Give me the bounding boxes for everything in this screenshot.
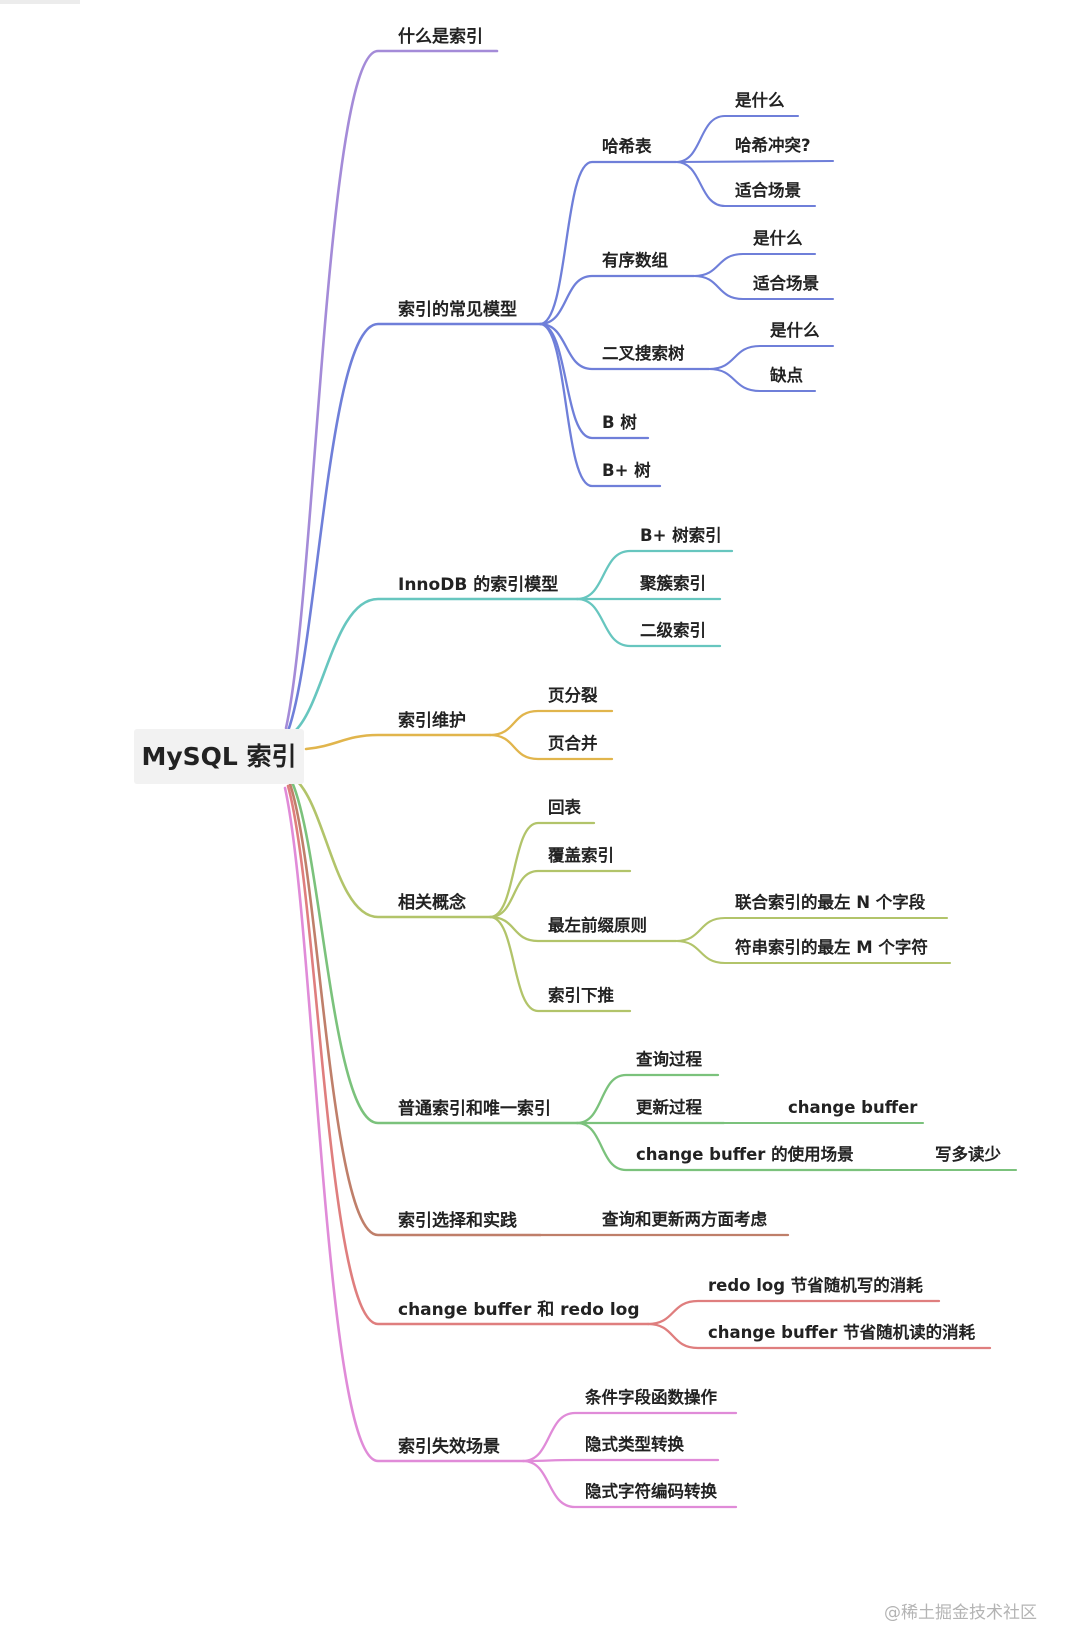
grandchild-line-2-3-2 xyxy=(707,367,817,393)
branch-label-3: InnoDB 的索引模型 xyxy=(398,574,558,595)
branch-line-3 xyxy=(292,597,579,734)
child-label-2-5: B+ 树 xyxy=(602,461,651,480)
grandchild-line-2-1-3 xyxy=(674,160,817,208)
grandchild-line-5-3-2 xyxy=(674,939,952,965)
branch-label-2: 索引的常见模型 xyxy=(398,299,517,320)
child-label-9-3: 隐式字符编码转换 xyxy=(585,1481,718,1501)
child-label-8-1: redo log 节省随机写的消耗 xyxy=(708,1275,923,1295)
child-line-4-1 xyxy=(488,709,614,737)
child-label-6-1: 查询过程 xyxy=(635,1049,703,1069)
branch-label-1: 什么是索引 xyxy=(398,26,483,47)
branch-line-4 xyxy=(304,733,492,751)
grandchild-label-2-3-2: 缺点 xyxy=(770,365,804,385)
child-line-8-2 xyxy=(646,1322,992,1350)
child-line-2-2 xyxy=(538,274,696,326)
branch-label-7: 索引选择和实践 xyxy=(398,1210,517,1231)
root-node: MySQL 索引 xyxy=(134,729,304,784)
grandchild-label-2-2-2: 适合场景 xyxy=(753,273,819,293)
child-label-9-1: 条件字段函数操作 xyxy=(584,1387,718,1407)
grandchild-label-5-3-1: 联合索引的最左 N 个字段 xyxy=(735,892,926,912)
child-label-5-2: 覆盖索引 xyxy=(548,845,614,865)
child-line-2-5 xyxy=(538,322,662,488)
root-box xyxy=(134,729,304,784)
grandchild-line-2-2-1 xyxy=(692,252,817,278)
grandchild-label-2-1-2: 哈希冲突? xyxy=(735,135,811,155)
grandchild-line-2-3-1 xyxy=(707,344,835,371)
child-line-9-1 xyxy=(521,1411,738,1463)
grandchild-label-2-1-1: 是什么 xyxy=(734,90,785,110)
child-label-3-1: B+ 树索引 xyxy=(640,525,722,545)
branch-line-1 xyxy=(284,49,499,730)
grandchild-line-2-2-2 xyxy=(692,274,835,301)
branch-label-5: 相关概念 xyxy=(398,892,466,913)
child-label-3-2: 聚簇索引 xyxy=(639,573,706,593)
grandchild-label-5-3-2: 符串索引的最左 M 个字符 xyxy=(735,937,928,957)
watermark: @稀土掘金技术社区 xyxy=(884,1603,1037,1623)
grandchild-label-2-3-1: 是什么 xyxy=(769,320,820,340)
child-label-4-2: 页合并 xyxy=(548,733,598,753)
child-line-5-3 xyxy=(488,915,678,943)
child-label-4-1: 页分裂 xyxy=(548,685,598,705)
branch-line-6 xyxy=(290,780,579,1125)
child-label-5-1: 回表 xyxy=(548,797,582,817)
child-label-3-3: 二级索引 xyxy=(640,620,706,640)
grandchild-line-5-3-1 xyxy=(674,916,949,943)
branch-line-7 xyxy=(288,782,542,1237)
child-label-2-2: 有序数组 xyxy=(602,250,669,270)
child-line-9-2 xyxy=(521,1458,720,1463)
child-label-2-1: 哈希表 xyxy=(602,136,652,156)
grandchild-line-2-1-1 xyxy=(674,114,800,164)
child-line-6-1 xyxy=(575,1073,720,1125)
child-line-2-3 xyxy=(538,322,711,371)
child-line-4-2 xyxy=(488,733,614,761)
child-label-7-1: 查询和更新两方面考虑 xyxy=(601,1209,768,1229)
child-label-6-2: 更新过程 xyxy=(636,1097,703,1117)
child-line-3-3 xyxy=(575,597,722,648)
grandchild-label-6-3-1: 写多读少 xyxy=(935,1144,1002,1164)
child-line-9-3 xyxy=(521,1459,738,1509)
child-label-6-3: change buffer 的使用场景 xyxy=(636,1144,854,1164)
child-label-5-4: 索引下推 xyxy=(548,985,615,1005)
connector-lines xyxy=(283,49,1018,1509)
grandchild-line-2-1-2 xyxy=(674,159,835,164)
branch-label-6: 普通索引和唯一索引 xyxy=(398,1098,551,1119)
child-label-5-3: 最左前缀原则 xyxy=(548,915,647,935)
child-line-5-2 xyxy=(488,869,632,919)
grandchild-label-6-2-1: change buffer xyxy=(788,1098,918,1117)
child-line-5-4 xyxy=(488,915,632,1013)
branch-label-4: 索引维护 xyxy=(398,710,466,731)
branch-line-9 xyxy=(283,786,525,1463)
branch-label-9: 索引失效场景 xyxy=(398,1436,500,1457)
top-strip xyxy=(0,0,80,4)
child-line-3-1 xyxy=(575,549,734,601)
node-labels: 什么是索引索引的常见模型哈希表是什么哈希冲突?适合场景有序数组是什么适合场景二叉… xyxy=(398,26,1002,1501)
child-line-8-1 xyxy=(646,1299,941,1326)
child-line-2-1 xyxy=(538,160,678,326)
child-line-5-1 xyxy=(488,821,596,919)
child-line-6-3 xyxy=(575,1121,872,1172)
child-label-9-2: 隐式类型转换 xyxy=(585,1434,685,1454)
branch-line-5 xyxy=(294,778,492,919)
grandchild-label-2-2-1: 是什么 xyxy=(752,228,803,248)
branch-line-2 xyxy=(286,322,542,733)
branch-line-8 xyxy=(286,784,650,1326)
child-label-2-3: 二叉搜索树 xyxy=(602,343,685,363)
grandchild-label-2-1-3: 适合场景 xyxy=(735,180,801,200)
branch-label-8: change buffer 和 redo log xyxy=(398,1300,640,1320)
child-label-8-2: change buffer 节省随机读的消耗 xyxy=(708,1322,976,1342)
child-label-2-4: B 树 xyxy=(602,413,637,432)
root-label: MySQL 索引 xyxy=(141,742,296,771)
